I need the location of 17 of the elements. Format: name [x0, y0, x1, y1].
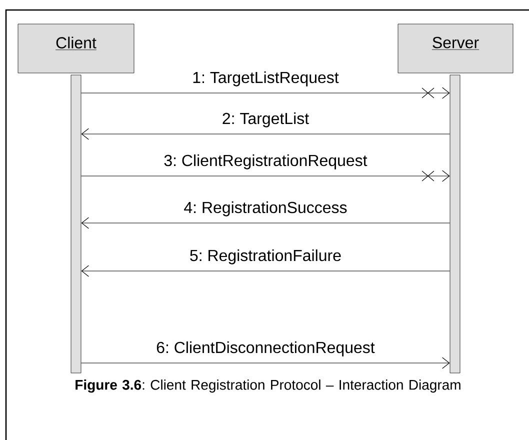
message-arrow	[81, 128, 450, 140]
message-label: 6: ClientDisconnectionRequest	[156, 341, 375, 356]
message-label: 5: RegistrationFailure	[190, 249, 341, 264]
message-arrow	[80, 87, 450, 99]
message-arrow	[81, 217, 450, 229]
object-box: Client	[18, 24, 134, 74]
message-label: 4: RegistrationSuccess	[184, 201, 347, 216]
lifeline-bar	[450, 74, 460, 374]
message-label: 3: ClientRegistrationRequest	[164, 154, 368, 170]
lifeline-bar	[70, 74, 82, 374]
figure-caption: Figure 3.6: Client Registration Protocol – Interaction Diagram	[76, 380, 460, 393]
message-arrow	[81, 265, 450, 277]
message-arrow	[80, 357, 450, 369]
message-label: 1: TargetListRequest	[193, 71, 339, 86]
message-arrow	[80, 170, 450, 182]
object-box: Server	[398, 24, 514, 74]
message-label: 2: TargetList	[222, 112, 309, 128]
